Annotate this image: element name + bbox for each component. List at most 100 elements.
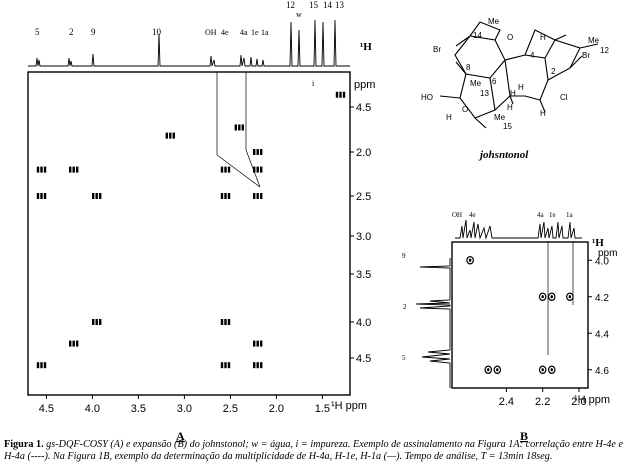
panel-a-x-tick-label: 3.0 xyxy=(177,403,192,415)
panel-a-peak-label-4e: 4e xyxy=(221,28,229,37)
panel-a-x-axis-label: ¹H ppm xyxy=(331,400,367,412)
panel-b-crosspeak xyxy=(547,365,556,374)
panel-b: OH 4e 4a 1e 1a ¹H 9 2 5 4.04.24.44.6 ppm… xyxy=(402,211,617,443)
panel-b-y-tick-label: 4.6 xyxy=(595,366,609,377)
structure-atom-me-top: Me xyxy=(488,17,500,26)
panel-b-crosspeak xyxy=(547,292,556,301)
panel-a-crosspeak xyxy=(220,319,231,325)
panel-b-y-tick-label: 4.2 xyxy=(595,293,609,304)
panel-a-peak-label-5: 5 xyxy=(35,27,40,37)
panel-b-top-axis-label: ¹H xyxy=(592,237,604,249)
structure-atom-13: 13 xyxy=(480,89,489,98)
caption-text: gs-DQF-COSY (A) e expansão (B) do johnst… xyxy=(4,439,623,462)
structure-atom-h3: H xyxy=(507,103,513,112)
structure-atom-me-bottom: Me xyxy=(494,113,506,122)
panel-a-peak-label-1a: 1a xyxy=(261,28,269,37)
panel-a-y-tick-label: 3.0 xyxy=(356,231,371,243)
panel-b-crosspeak xyxy=(466,256,474,265)
panel-a-x-tick-label: 4.0 xyxy=(85,403,100,415)
panel-a-y-axis-unit: ppm xyxy=(354,79,375,91)
panel-a-peak-label-w: w xyxy=(296,10,302,19)
panel-a-crosspeak xyxy=(69,340,79,347)
panel-a-top-axis-label: ¹H xyxy=(360,41,372,53)
panel-a-peak-label-13: 13 xyxy=(335,0,345,10)
panel-b-peak-label-1a: 1a xyxy=(566,211,574,219)
panel-a-crosspeak xyxy=(253,149,263,155)
panel-b-x-tick-label: 2.2 xyxy=(535,396,550,408)
panel-a-peak-label-9: 9 xyxy=(91,27,96,37)
panel-a-y-tick-label: 4.5 xyxy=(356,353,371,365)
panel-b-peak-label-oh: OH xyxy=(452,211,462,219)
panel-a-x-tick-label: 4.5 xyxy=(39,403,54,415)
structure-atom-6: 6 xyxy=(492,77,497,86)
panel-a-peak-label-1e: 1e xyxy=(251,28,259,37)
panel-b-crosspeak xyxy=(484,365,493,374)
panel-a-crosspeak xyxy=(220,166,231,173)
panel-a-peak-label-10: 10 xyxy=(152,27,162,37)
caption-figure-label: Figura 1. xyxy=(4,439,44,450)
structure-atom-8: 8 xyxy=(466,63,471,72)
panel-a-peak-label-4a: 4a xyxy=(240,28,248,37)
structure-name: johsntonol xyxy=(478,149,529,161)
panel-b-peak-label-4e: 4e xyxy=(469,211,476,219)
panel-b-y-ticks: 4.04.24.44.6 xyxy=(588,256,609,377)
panel-a-crosspeak xyxy=(36,193,47,199)
panel-a-y-tick-label: 3.5 xyxy=(356,269,371,281)
panel-b-crosspeak xyxy=(538,365,547,374)
panel-a: 5 2 9 10 OH 4e 4a 1e 1a 12 w 15 14 13 ¹H… xyxy=(27,0,375,443)
panel-b-y-tick-label: 4.4 xyxy=(595,329,609,340)
panel-b-peak-label-4a: 4a xyxy=(537,211,545,219)
panel-a-peak-label-14: 14 xyxy=(323,0,333,10)
panel-a-x-tick-label: 2.5 xyxy=(223,403,238,415)
structure-atom-me-mid: Me xyxy=(470,79,482,88)
panel-a-impurity-label: i xyxy=(312,79,315,88)
panel-b-left-spectrum xyxy=(415,258,451,388)
panel-a-crosspeak xyxy=(335,91,346,98)
panel-a-crosspeak xyxy=(69,166,79,173)
panel-b-y-axis-unit: ppm xyxy=(598,248,617,259)
structure-atom-h1: H xyxy=(518,83,524,92)
figure-caption: Figura 1. gs-DQF-COSY (A) e expansão (B)… xyxy=(4,439,636,463)
structure-atom-h5: H xyxy=(540,33,546,42)
structure-atom-h6: H xyxy=(510,89,516,98)
panel-a-crosspeak xyxy=(92,319,102,325)
panel-b-left-peak-label-5: 5 xyxy=(402,354,406,362)
structure-atom-o-top: O xyxy=(507,33,513,42)
panel-b-crosspeaks xyxy=(466,256,574,374)
panel-a-y-tick-label: 2.5 xyxy=(356,191,371,203)
panel-b-crosspeak xyxy=(566,292,574,301)
panel-a-crosspeak xyxy=(165,132,175,139)
panel-a-peak-label-12: 12 xyxy=(286,0,295,10)
panel-b-x-axis-label: ¹H ppm xyxy=(574,394,610,406)
panel-b-peak-label-1e: 1e xyxy=(549,211,556,219)
panel-b-x-tick-label: 2.4 xyxy=(499,396,514,408)
panel-a-y-ticks: 4.52.02.53.03.54.04.5 xyxy=(350,102,371,365)
panel-a-y-tick-label: 4.0 xyxy=(356,317,371,329)
panel-a-y-tick-label: 2.0 xyxy=(356,147,371,159)
panel-a-x-tick-label: 3.5 xyxy=(131,403,146,415)
structure-atom-me-right: Me xyxy=(588,36,600,45)
panel-a-crosspeak xyxy=(36,166,47,173)
panel-a-crosspeak xyxy=(220,362,231,369)
structure-atom-12: 12 xyxy=(600,46,609,55)
panel-a-peak-label-2: 2 xyxy=(69,27,74,37)
panel-a-peak-label-oh: OH xyxy=(205,28,217,37)
panel-a-crosspeak xyxy=(253,166,263,173)
panel-b-label: B xyxy=(520,429,528,443)
structure-atom-2: 2 xyxy=(551,67,556,76)
structure-johnstonol: Br Me 14 O 4 Me 12 Br HO 8 6 2 H Cl Me 1… xyxy=(421,17,609,161)
structure-atom-br-right: Br xyxy=(582,51,590,60)
panel-a-crosspeak xyxy=(92,193,102,199)
panel-a-assignment-lines xyxy=(216,72,261,188)
structure-atom-br-left: Br xyxy=(433,45,441,54)
panel-a-plot-frame xyxy=(27,71,351,396)
structure-atom-ho: HO xyxy=(421,93,433,102)
structure-atom-o-bottom: O xyxy=(462,105,468,114)
panel-b-top-spectrum xyxy=(455,219,582,240)
panel-b-left-peak-label-2: 2 xyxy=(403,303,407,311)
panel-a-top-spectrum xyxy=(28,19,350,67)
panel-a-x-tick-label: 1.5 xyxy=(315,403,330,415)
